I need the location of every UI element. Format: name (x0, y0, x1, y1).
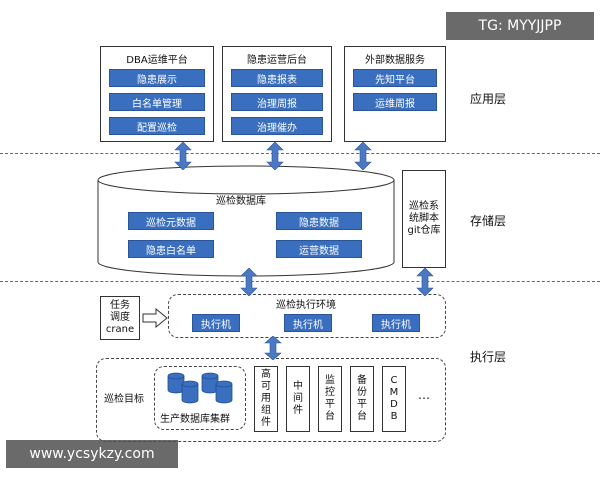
double-arrow-icon (264, 336, 282, 360)
scheduler-line: 调度 (110, 312, 130, 323)
char: 平 (325, 399, 335, 410)
double-arrow-icon (240, 268, 258, 296)
layer-label-app: 应用层 (470, 92, 507, 106)
git-label-line: 统脚本 (409, 213, 439, 224)
target-component: 备 份 平 台 (350, 366, 374, 432)
target-component: 监 控 平 台 (318, 366, 342, 432)
char: 可 (261, 381, 271, 392)
char: 中 (293, 381, 303, 392)
double-arrow-icon (354, 142, 372, 170)
char: 份 (357, 387, 367, 398)
char: 平 (357, 399, 367, 410)
char: M (389, 387, 399, 398)
app-item: 治理催办 (231, 117, 323, 135)
double-arrow-icon (174, 142, 192, 170)
panel-dba-platform: DBA运维平台 隐患展示 白名单管理 配置巡检 (100, 46, 214, 142)
cluster-label: 生产数据库集群 (160, 414, 230, 425)
layer-label-storage: 存储层 (470, 214, 507, 228)
target-component: C M D B (382, 366, 406, 432)
executor-node: 执行机 (192, 314, 240, 332)
hollow-arrow-icon (142, 308, 168, 328)
layer-divider (0, 281, 600, 282)
panel-title: DBA运维平台 (126, 55, 188, 66)
char: 台 (325, 411, 335, 422)
panel-hazard-ops: 隐患运营后台 隐患报表 治理周报 治理催办 (222, 46, 332, 142)
app-item: 白名单管理 (109, 93, 205, 111)
executor-node: 执行机 (372, 314, 420, 332)
char: 组 (261, 405, 271, 416)
db-item: 运营数据 (276, 240, 362, 258)
watermark-top: TG: MYYJJPP (446, 12, 594, 40)
app-item: 隐患展示 (109, 69, 205, 87)
char: 件 (261, 417, 271, 428)
app-item: 隐患报表 (231, 69, 323, 87)
database-cluster-icon (167, 372, 233, 404)
char: D (390, 399, 398, 410)
char: C (390, 375, 398, 386)
char: 备 (357, 375, 367, 386)
scheduler-line: crane (105, 324, 135, 335)
more-ellipsis: … (418, 388, 430, 402)
db-item: 巡检元数据 (128, 212, 214, 230)
char: 监 (325, 375, 335, 386)
app-item: 先知平台 (353, 69, 437, 87)
app-item: 运维周报 (353, 93, 437, 111)
git-label-line: 巡检系 (409, 201, 439, 212)
app-item: 配置巡检 (109, 117, 205, 135)
scheduler-line: 任务 (110, 300, 130, 311)
target-component: 中 间 件 (286, 366, 310, 432)
target-component: 高 可 用 组 件 (254, 366, 278, 432)
char: 控 (325, 387, 335, 398)
git-label-line: git仓库 (407, 225, 441, 236)
scheduler-box: 任务 调度 crane (100, 296, 140, 340)
layer-label-exec: 执行层 (470, 350, 507, 364)
exec-env-title: 巡检执行环境 (276, 300, 336, 311)
git-repo-box: 巡检系 统脚本 git仓库 (402, 170, 446, 268)
char: 间 (293, 393, 303, 404)
panel-title: 外部数据服务 (365, 55, 425, 66)
char: 台 (357, 411, 367, 422)
watermark-bottom: www.ycsykzy.com (6, 440, 178, 468)
double-arrow-icon (266, 142, 284, 170)
db-cluster-box (154, 366, 246, 430)
executor-node: 执行机 (284, 314, 332, 332)
db-item: 隐患数据 (276, 212, 362, 230)
char: B (390, 411, 398, 422)
exec-environment (168, 294, 446, 338)
layer-divider (0, 153, 600, 154)
target-label: 巡检目标 (104, 394, 144, 405)
panel-external-data: 外部数据服务 先知平台 运维周报 (344, 46, 446, 142)
char: 件 (293, 405, 303, 416)
char: 高 (261, 369, 271, 380)
panel-title: 隐患运营后台 (247, 55, 307, 66)
db-title: 巡检数据库 (216, 196, 266, 207)
app-item: 治理周报 (231, 93, 323, 111)
double-arrow-icon (416, 268, 434, 296)
char: 用 (261, 393, 271, 404)
db-item: 隐患白名单 (128, 240, 214, 258)
